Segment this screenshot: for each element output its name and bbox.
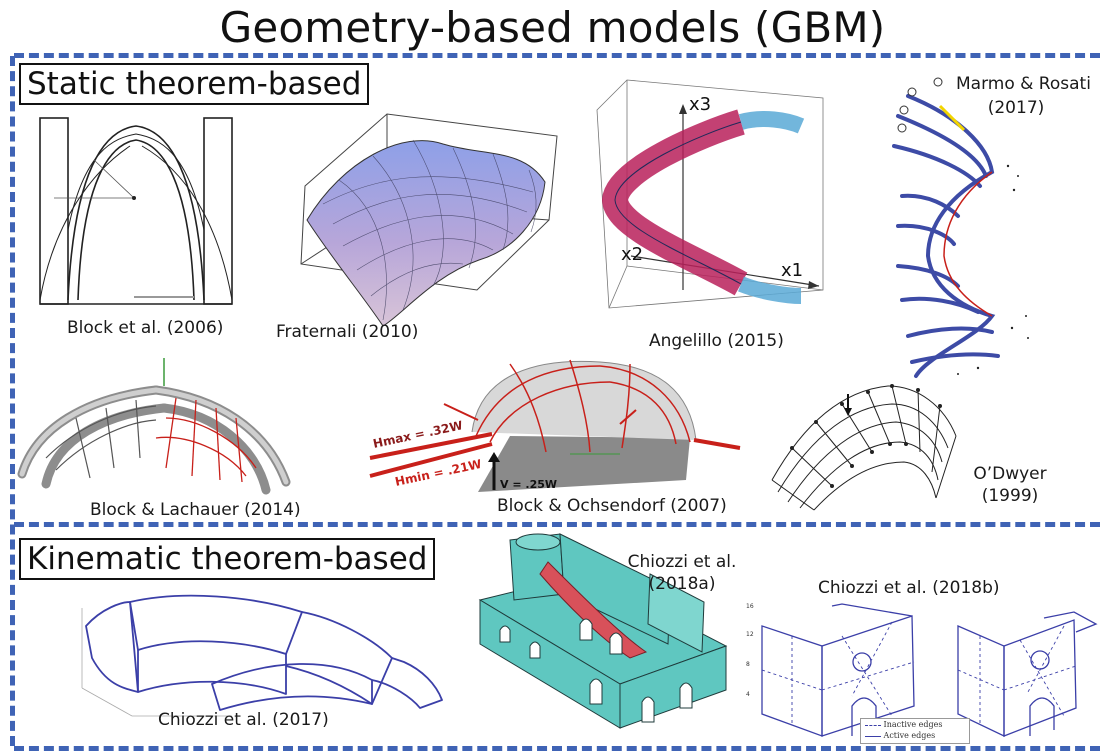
chiozzi2018b-mechanism-left-figure: 16 12 8 4 [746, 603, 915, 737]
chiozzi2018a-church-figure [478, 533, 728, 729]
legend-active-label: Active edges [883, 731, 936, 740]
odwyer1999-caption-line2: (1999) [981, 486, 1039, 506]
frame-bottom-dashes [14, 746, 1100, 751]
block-lachauer2014-caption: Block & Lachauer (2014) [90, 500, 301, 520]
svg-text:16: 16 [746, 603, 754, 610]
legend-inactive-label: Inactive edges [883, 720, 943, 729]
svg-text:12: 12 [746, 631, 754, 638]
odwyer1999-caption-line1: O’Dwyer [973, 464, 1047, 484]
legend-inactive-row: Inactive edges [861, 719, 969, 730]
frame-top-dashes [14, 53, 1100, 58]
angelillo2015-caption: Angelillo (2015) [649, 331, 784, 351]
legend-inactive-swatch [865, 724, 881, 726]
chiozzi2018b-caption: Chiozzi et al. (2018b) [818, 578, 1000, 598]
svg-text:8: 8 [746, 661, 750, 668]
chiozzi2018a-caption-line1: Chiozzi et al. [627, 552, 737, 572]
fraternali2010-surface-figure [300, 113, 558, 327]
svg-text:4: 4 [746, 691, 750, 698]
ochsendorf-v-label: V = .25W [500, 478, 557, 491]
chiozzi2017-caption: Chiozzi et al. (2017) [158, 710, 329, 730]
marmo-rosati2017-caption-line1: Marmo & Rosati [956, 74, 1091, 94]
ochsendorf-hmin-label: Hmin = .21W [394, 457, 483, 489]
ochsendorf-hmax-label: Hmax = .32W [372, 418, 464, 451]
block2006-arch-figure [39, 117, 233, 305]
chiozzi2018b-legend: Inactive edges Active edges [860, 718, 970, 744]
block2006-caption: Block et al. (2006) [67, 318, 224, 338]
chiozzi2018b-mechanism-right-figure [957, 611, 1098, 738]
marmo-rosati2017-mesh-figure [892, 77, 1029, 378]
chiozzi2018a-caption-line2: (2018a) [648, 574, 716, 594]
odwyer1999-net-figure [771, 384, 957, 511]
page-title: Geometry-based models (GBM) [219, 3, 886, 52]
chiozzi2017-blocks-figure [81, 594, 443, 717]
marmo-rosati2017-caption-line2: (2017) [987, 98, 1045, 118]
frame-middle-dashes [14, 522, 1100, 527]
angelillo-x2-label: x2 [621, 244, 643, 265]
block-ochsendorf2007-caption: Block & Ochsendorf (2007) [497, 496, 727, 516]
angelillo-x3-label: x3 [689, 94, 711, 115]
angelillo-x1-label: x1 [781, 260, 803, 281]
angelillo2015-helix-figure: x3 x2 x1 [596, 79, 824, 309]
static-section-label: Static theorem-based [19, 63, 370, 105]
block-lachauer2014-vault-figure [17, 358, 291, 495]
legend-active-swatch [865, 735, 881, 737]
block-ochsendorf2007-vault-figure: Hmax = .32W Hmin = .21W V = .25W [369, 359, 741, 492]
frame-left-dashes [10, 56, 15, 746]
legend-active-row: Active edges [861, 730, 969, 741]
kinematic-section-label: Kinematic theorem-based [19, 538, 436, 580]
fraternali2010-caption: Fraternali (2010) [276, 322, 419, 342]
